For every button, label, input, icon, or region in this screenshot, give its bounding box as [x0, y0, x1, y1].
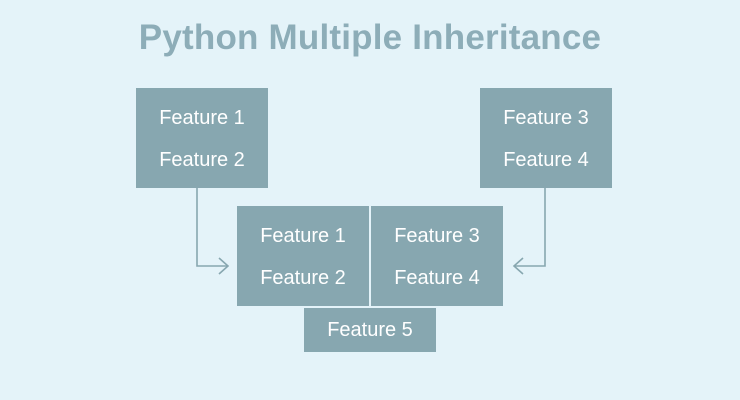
child-feature-3: Feature 3	[394, 225, 480, 247]
arrow-right-head	[512, 257, 524, 275]
child-feature-5: Feature 5	[327, 319, 413, 341]
parent-class-right-box: Feature 3 Feature 4	[480, 88, 612, 188]
parent-right-feature-4: Feature 4	[503, 149, 589, 171]
parent-left-feature-2: Feature 2	[159, 149, 245, 171]
arrow-right-connector	[515, 188, 546, 267]
child-feature-1: Feature 1	[260, 225, 346, 247]
parent-left-feature-1: Feature 1	[159, 107, 245, 129]
arrow-left-connector	[196, 188, 227, 267]
child-feature-2: Feature 2	[260, 267, 346, 289]
parent-class-left-box: Feature 1 Feature 2	[136, 88, 268, 188]
diagram-title: Python Multiple Inheritance	[138, 18, 602, 57]
child-class-own-feature-box: Feature 5	[304, 308, 436, 352]
child-feature-4: Feature 4	[394, 267, 480, 289]
arrow-left-head	[218, 257, 230, 275]
child-class-inherited-left-box: Feature 1 Feature 2	[237, 206, 369, 306]
child-class-inherited-right-box: Feature 3 Feature 4	[371, 206, 503, 306]
parent-right-feature-3: Feature 3	[503, 107, 589, 129]
